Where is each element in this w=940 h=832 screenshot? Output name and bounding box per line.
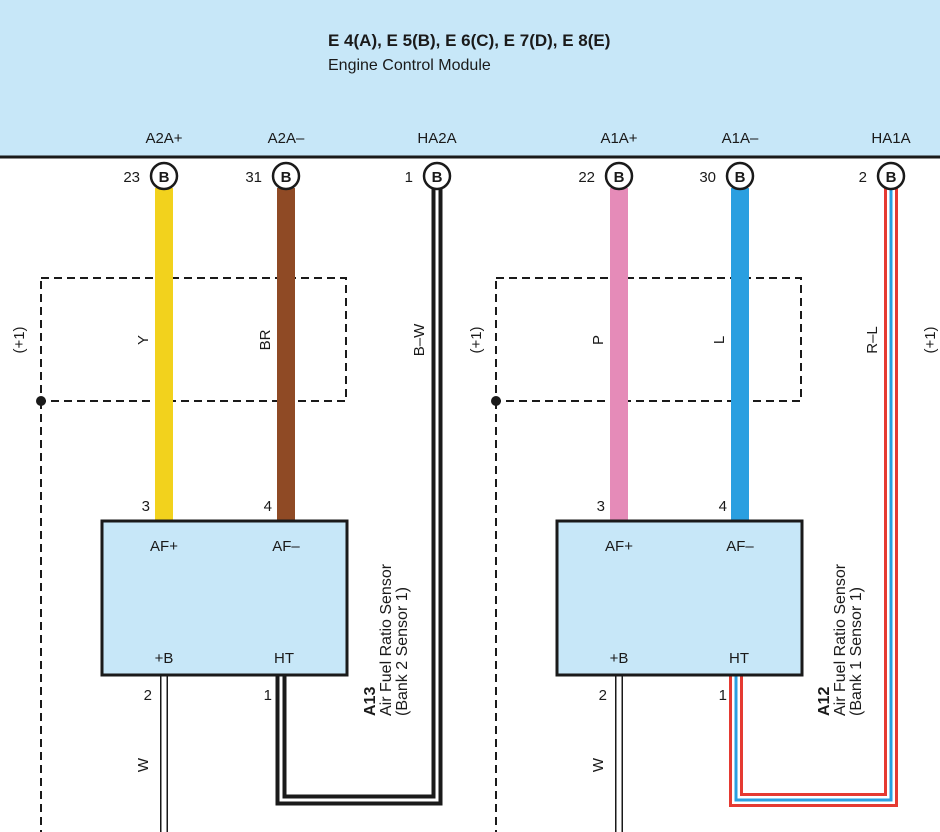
wire-label-r-l: R–L	[864, 326, 881, 354]
sensor-a13-name: Air Fuel Ratio Sensor	[378, 563, 395, 716]
sensor-a12-position: (Bank 1 Sensor 1)	[848, 587, 865, 716]
shield-box-bank2	[40, 277, 347, 402]
ecm-pin-a1a-minus: 30 B	[699, 161, 755, 191]
svg-text:1: 1	[405, 169, 413, 186]
wire-label-b-w: B–W	[411, 323, 428, 356]
sensor-a13-pin-num-ht: 1	[264, 687, 272, 704]
terminal-label-ha2a: HA2A	[417, 130, 456, 147]
shield-label-1: (+1)	[11, 326, 28, 353]
ecm-name: Engine Control Module	[328, 57, 491, 74]
sensor-a12-name: Air Fuel Ratio Sensor	[832, 563, 849, 716]
sensor-a12-pin-plus-b: +B	[610, 650, 629, 667]
svg-text:B: B	[614, 169, 625, 186]
sensor-a13-pin-num-plus-b: 2	[144, 687, 152, 704]
ecm-pin-a2a-plus: 23 B	[123, 161, 179, 191]
sensor-a12-caption: A12 Air Fuel Ratio Sensor (Bank 1 Sensor…	[816, 563, 865, 716]
wire-l	[731, 188, 749, 522]
wire-label-l: L	[711, 336, 728, 344]
terminal-label-a1a-minus: A1A–	[722, 130, 759, 147]
sensor-box-a13	[100, 519, 349, 677]
svg-text:22: 22	[578, 169, 595, 186]
terminal-label-a2a-minus: A2A–	[268, 130, 305, 147]
sensor-a12-wire-w: W	[590, 757, 607, 772]
svg-text:B: B	[432, 169, 443, 186]
shield-junction-bank1	[491, 396, 501, 406]
terminal-label-a2a-plus: A2A+	[145, 130, 182, 147]
shield-junction-bank2	[36, 396, 46, 406]
wire-y	[155, 188, 173, 522]
sensor-a13-pin-af-minus: AF–	[272, 538, 300, 555]
shield-label-3: (+1)	[922, 326, 939, 353]
wire-label-br: BR	[257, 329, 274, 350]
shield-box-bank1	[495, 277, 802, 402]
ecm-connectors-title: E 4(A), E 5(B), E 6(C), E 7(D), E 8(E)	[328, 31, 610, 50]
sensor-a13-position: (Bank 2 Sensor 1)	[394, 587, 411, 716]
svg-text:B: B	[886, 169, 897, 186]
ecm-pin-ha2a: 1 B	[405, 161, 452, 191]
ecm-pin-a2a-minus: 31 B	[245, 161, 301, 191]
svg-text:30: 30	[699, 169, 716, 186]
svg-text:23: 23	[123, 169, 140, 186]
wire-label-y: Y	[135, 335, 152, 345]
wire-p	[610, 188, 628, 522]
sensor-a13-pin-num-af-plus: 3	[142, 498, 150, 515]
sensor-a13-lower-wire: BR	[94, 829, 115, 832]
svg-text:2: 2	[859, 169, 867, 186]
ecm-pin-a1a-plus: 22 B	[578, 161, 634, 191]
terminal-label-a1a-plus: A1A+	[600, 130, 637, 147]
svg-text:B: B	[735, 169, 746, 186]
sensor-a13-pin-plus-b: +B	[155, 650, 174, 667]
svg-text:B: B	[281, 169, 292, 186]
wire-b-w	[275, 188, 443, 806]
sensor-a13-caption: A13 Air Fuel Ratio Sensor (Bank 2 Sensor…	[362, 563, 411, 716]
terminal-label-ha1a: HA1A	[871, 130, 910, 147]
shield-label-2: (+1)	[468, 326, 485, 353]
wire-r-l-white	[732, 188, 895, 804]
sensor-a13-pin-ht: HT	[274, 650, 294, 667]
sensor-a13-wire-w: W	[135, 757, 152, 772]
wire-r-l-outer	[729, 188, 898, 807]
sensor-a12-pin-num-af-plus: 3	[597, 498, 605, 515]
sensor-a12-pin-af-plus: AF+	[605, 538, 633, 555]
wire-br	[277, 188, 295, 522]
sensor-a12-pin-num-plus-b: 2	[599, 687, 607, 704]
sensor-a12-pin-num-ht: 1	[719, 687, 727, 704]
ecm-box	[0, 0, 940, 157]
sensor-a13-pin-num-af-minus: 4	[264, 498, 272, 515]
ecm-pin-ha1a: 2 B	[859, 161, 906, 191]
sensor-a13-id: A13	[362, 687, 379, 716]
svg-text:B: B	[159, 169, 170, 186]
sensor-box-a12	[555, 519, 804, 677]
wire-r-l-inner	[734, 188, 893, 802]
wire-label-p: P	[590, 335, 607, 345]
svg-text:31: 31	[245, 169, 262, 186]
sensor-a12-id: A12	[816, 687, 833, 716]
sensor-a12-pin-af-minus: AF–	[726, 538, 754, 555]
wire-b-w-stripe	[279, 188, 439, 802]
sensor-a13-pin-af-plus: AF+	[150, 538, 178, 555]
sensor-a12-pin-num-af-minus: 4	[719, 498, 727, 515]
sensor-a12-pin-ht: HT	[729, 650, 749, 667]
